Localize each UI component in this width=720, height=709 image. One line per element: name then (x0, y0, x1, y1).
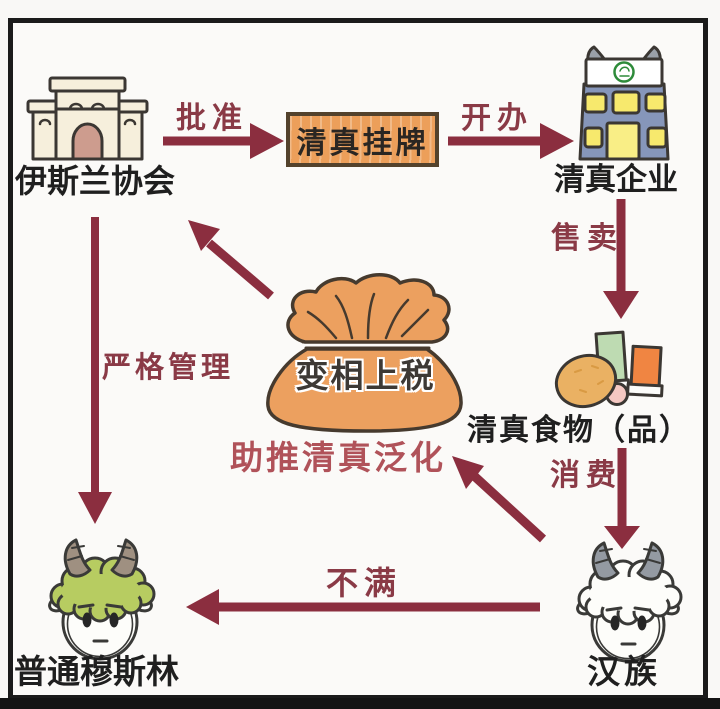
money-bag-label: 变相上税 (295, 356, 436, 395)
establish-edge-label: 开办 (461, 101, 533, 136)
han-label: 汉族 (587, 652, 661, 691)
food-label: 清真食物（品） (467, 413, 691, 448)
strict-management-edge-label: 严格管理 (102, 350, 235, 384)
mosque-building-icon (26, 76, 149, 161)
approve-edge-label: 批准 (176, 101, 248, 136)
arrow-bag-to-association (188, 220, 274, 300)
money-bag-icon (266, 273, 463, 433)
wooden-plaque: 清真挂牌 (286, 112, 439, 167)
arrow-dissatisfaction (186, 589, 540, 625)
arrow-han-to-caption (452, 456, 547, 543)
muslims-label: 普通穆斯林 (14, 652, 179, 691)
arrow-sell (603, 199, 639, 319)
white-sheep-icon (576, 541, 683, 663)
office-building-icon (578, 45, 670, 161)
plaque-label: 清真挂牌 (296, 125, 429, 161)
green-sheep-icon (48, 538, 156, 661)
consume-edge-label: 消费 (550, 458, 622, 493)
association-label: 伊斯兰协会 (15, 162, 176, 200)
arrow-establish (448, 123, 574, 159)
enterprise-label: 清真企业 (554, 162, 678, 198)
arrow-strict-management (78, 217, 112, 524)
halal-foods-icon (554, 330, 664, 409)
dissatisfaction-edge-label: 不满 (326, 564, 403, 602)
sell-edge-label: 售卖 (551, 221, 623, 256)
caption-label: 助推清真泛化 (230, 438, 446, 477)
bottom-border-bar (0, 698, 720, 709)
arrow-approve (163, 123, 284, 159)
arrow-consume (604, 448, 640, 549)
